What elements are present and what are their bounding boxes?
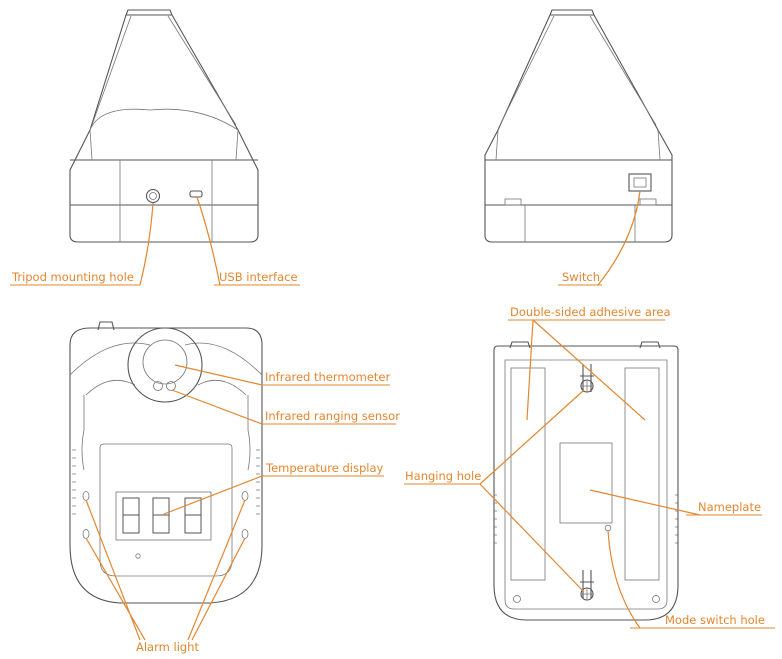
label-tripod-mounting-hole: Tripod mounting hole	[11, 270, 134, 284]
tripod-hole-icon	[145, 188, 161, 204]
hanging-hole-icon	[580, 570, 594, 601]
label-double-sided-adhesive-area: Double-sided adhesive area	[510, 305, 671, 319]
label-alarm-light: Alarm light	[136, 640, 199, 654]
seven-segment-display	[115, 491, 212, 541]
screw-icon	[513, 595, 521, 603]
label-infrared-ranging-sensor: Infrared ranging sensor	[265, 409, 400, 423]
usb-port-icon	[189, 190, 203, 198]
back-plate-device	[493, 341, 679, 621]
label-infrared-thermometer: Infrared thermometer	[265, 370, 391, 384]
label-switch: Switch	[562, 270, 600, 284]
bottom-view-device	[69, 9, 259, 243]
labels: Tripod mounting hole USB interface Switc…	[11, 270, 765, 654]
label-usb-interface: USB interface	[219, 270, 298, 284]
label-mode-switch-hole: Mode switch hole	[665, 613, 765, 627]
power-switch-icon	[628, 173, 652, 192]
leader-lines	[10, 190, 775, 641]
back-view-device	[484, 9, 673, 243]
label-hanging-hole: Hanging hole	[405, 469, 481, 483]
label-nameplate: Nameplate	[698, 500, 761, 514]
screw-icon	[652, 595, 660, 603]
hanging-hole-icon	[580, 364, 594, 393]
front-view-device	[69, 321, 263, 604]
label-temperature-display: Temperature display	[265, 461, 384, 475]
